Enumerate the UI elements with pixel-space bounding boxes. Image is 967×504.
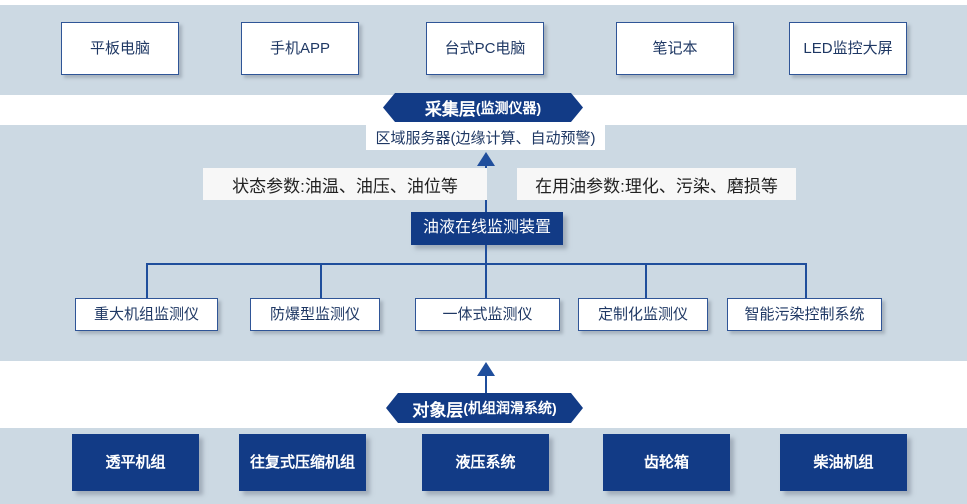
hub-to-server-arrowhead xyxy=(477,152,495,166)
collection-layer-banner: 采集层 (监测仪器) xyxy=(383,93,583,122)
device-bus-line xyxy=(146,263,806,265)
terminal-label: 笔记本 xyxy=(652,39,698,57)
device-drop-line-4 xyxy=(645,263,647,299)
terminal-label: LED监控大屏 xyxy=(803,39,893,57)
equipment-label: 透平机组 xyxy=(105,453,166,471)
object-layer-banner: 对象层 (机组润滑系统) xyxy=(386,393,583,423)
equipment-label: 齿轮箱 xyxy=(643,453,689,471)
device-label: 重大机组监测仪 xyxy=(93,305,199,323)
oil-online-monitoring-device-box[interactable]: 油液在线监测装置 xyxy=(411,212,563,245)
device-box-customized-monitor[interactable]: 定制化监测仪 xyxy=(578,298,708,331)
device-drop-line-5 xyxy=(805,263,807,299)
object-banner-tail: (机组润滑系统) xyxy=(463,400,557,416)
object-banner-lead: 对象层 xyxy=(412,400,464,420)
equipment-label: 液压系统 xyxy=(455,453,516,471)
equipment-box-diesel-unit[interactable]: 柴油机组 xyxy=(780,434,907,491)
terminal-label: 平板电脑 xyxy=(89,39,150,57)
terminal-box-mobile-app[interactable]: 手机APP xyxy=(241,22,359,75)
object-to-collection-line xyxy=(485,375,487,400)
terminal-box-desktop-pc[interactable]: 台式PC电脑 xyxy=(426,22,544,75)
device-drop-line-3 xyxy=(485,263,487,299)
terminal-box-tablet[interactable]: 平板电脑 xyxy=(61,22,179,75)
device-box-explosion-proof-monitor[interactable]: 防爆型监测仪 xyxy=(250,298,380,331)
device-box-major-unit-monitor[interactable]: 重大机组监测仪 xyxy=(75,298,218,331)
collection-banner-tail: (监测仪器) xyxy=(475,99,542,116)
device-box-integrated-monitor[interactable]: 一体式监测仪 xyxy=(415,298,560,331)
equipment-box-turbine-unit[interactable]: 透平机组 xyxy=(72,434,199,491)
object-to-collection-arrowhead xyxy=(477,362,495,376)
hub-label: 油液在线监测装置 xyxy=(422,219,551,237)
terminal-box-laptop[interactable]: 笔记本 xyxy=(616,22,734,75)
in-service-oil-parameters-text: 在用油参数:理化、污染、磨损等 xyxy=(535,176,778,196)
equipment-label: 柴油机组 xyxy=(813,453,874,471)
regional-server-box[interactable]: 区域服务器(边缘计算、自动预警) xyxy=(366,125,605,150)
device-label: 防爆型监测仪 xyxy=(269,305,360,323)
in-service-oil-parameters-label: 在用油参数:理化、污染、磨损等 xyxy=(517,168,796,200)
device-drop-line-2 xyxy=(320,263,322,299)
collection-banner-lead: 采集层 xyxy=(424,100,476,119)
terminal-label: 手机APP xyxy=(269,39,330,57)
device-label: 一体式监测仪 xyxy=(442,305,533,323)
equipment-box-gearbox[interactable]: 齿轮箱 xyxy=(603,434,730,491)
equipment-box-hydraulic-system[interactable]: 液压系统 xyxy=(422,434,549,491)
device-label: 定制化监测仪 xyxy=(597,305,688,323)
status-parameters-text: 状态参数:油温、油压、油位等 xyxy=(232,176,458,196)
status-parameters-label: 状态参数:油温、油压、油位等 xyxy=(203,168,487,200)
device-box-smart-contamination-control[interactable]: 智能污染控制系统 xyxy=(727,298,882,331)
device-drop-line-1 xyxy=(146,263,148,299)
regional-server-label: 区域服务器(边缘计算、自动预警) xyxy=(375,130,596,147)
equipment-box-reciprocating-compressor[interactable]: 往复式压缩机组 xyxy=(239,434,366,491)
hub-stem-line xyxy=(485,245,487,264)
equipment-label: 往复式压缩机组 xyxy=(249,453,355,471)
device-label: 智能污染控制系统 xyxy=(744,305,865,323)
terminal-label: 台式PC电脑 xyxy=(444,39,526,57)
terminal-box-led-wall[interactable]: LED监控大屏 xyxy=(789,22,907,75)
